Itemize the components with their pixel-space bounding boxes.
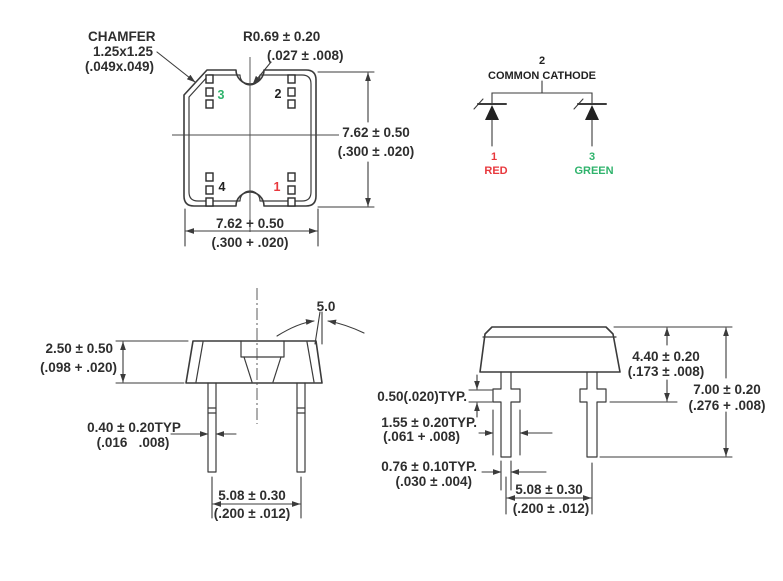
cathode-bar-tick: [573, 98, 584, 110]
pad: [287, 197, 296, 207]
side-view-height-dimension: 2.50 ± 0.50 (.098 + .020): [40, 340, 189, 384]
dimension-text-inch: (.276 + .008): [689, 398, 766, 413]
chamfer-callout: CHAMFER 1.25x1.25 (.049x.049): [85, 29, 196, 83]
schematic-green-label: GREEN: [574, 165, 613, 177]
anode-triangle: [485, 105, 499, 120]
dimension-text-inch: (.173 ± .008): [628, 364, 704, 379]
dimension-text-inch: (.200 ± .012): [214, 506, 290, 521]
lens-notch-outline: [240, 340, 285, 358]
side-view-lead-spacing-dimension: 5.08 ± 0.30 (.200 ± .012): [211, 476, 302, 521]
dimension-text-inch: (.030 ± .004): [396, 474, 472, 489]
pad-stack-top-left: [205, 74, 214, 109]
pad: [287, 172, 296, 182]
body-height-dimension: 4.40 ± 0.20 (.173 ± .008): [609, 326, 733, 403]
pin-label-2: 2: [275, 87, 282, 101]
chamfer-label-2: 1.25x1.25: [93, 44, 154, 59]
chamfer-leader-line: [156, 51, 196, 83]
chamfer-label-1: CHAMFER: [88, 29, 156, 44]
lens-channel-right: [272, 356, 282, 383]
dimension-text-mm: 2.50 ± 0.50: [46, 341, 113, 356]
cathode-bar-tick: [473, 98, 484, 110]
pad: [287, 87, 296, 97]
left-lead: [492, 371, 521, 458]
draft-angle-dimension: 5.0: [276, 299, 365, 345]
angle-reference-slant: [314, 311, 321, 345]
schematic-pin2-label: 2: [539, 55, 545, 67]
dimension-text-mm: 5.08 ± 0.30: [515, 482, 582, 497]
pad: [205, 172, 214, 182]
top-view-width-dimension: 7.62 + 0.50 (.300 + .020): [184, 208, 319, 250]
pin-label-4: 4: [219, 180, 226, 194]
overall-height-dimension: 7.00 ± 0.20 (.276 + .008): [599, 327, 766, 458]
dimension-text-mm: 0.76 ± 0.10TYP.: [381, 459, 477, 474]
dimension-text-inch: (.016 .008): [97, 435, 170, 450]
pad-stack-bottom-left: [205, 172, 214, 207]
front-view: 0.50(.020)TYP. 1.55 ± 0.20TYP. (.061 + .…: [377, 326, 766, 516]
dimension-text-inch: (.200 ± .012): [513, 501, 589, 516]
schematic-red-label: RED: [484, 165, 507, 177]
front-view-lead-spacing-dimension: 5.08 ± 0.30 (.200 ± .012): [505, 462, 593, 516]
dimension-text-mm: 7.62 ± 0.50: [342, 125, 409, 140]
pad: [205, 185, 214, 195]
tab-width-dimension: 1.55 ± 0.20TYP. (.061 + .008): [381, 409, 553, 456]
cathode-bus-line: [491, 80, 593, 104]
side-view-body: [185, 340, 323, 384]
side-view: 2.50 ± 0.50 (.098 + .020) 0.40 ± 0.20TYP…: [40, 288, 365, 521]
top-view: 3 2 4 1 CHAMFER 1.25x1.25 (.049x.049) R0…: [85, 29, 414, 250]
diode-green: 3 GREEN: [573, 98, 614, 177]
body-left-facet-line: [195, 341, 204, 383]
pin-label-3: 3: [218, 88, 225, 102]
pad: [205, 99, 214, 109]
body-right-facet-line: [306, 341, 315, 383]
dimension-text-inch: (.061 + .008): [383, 429, 460, 444]
dimension-text-inch: (.098 + .020): [40, 360, 117, 375]
anode-triangle: [585, 105, 599, 120]
diode-red: 1 RED: [473, 98, 508, 177]
pad: [205, 197, 214, 207]
pad: [287, 74, 296, 84]
pad-stack-top-right: [287, 74, 296, 109]
side-view-lead-width-dimension: 0.40 ± 0.20TYP (.016 .008): [87, 420, 237, 450]
dimension-text-inch: (.300 + .020): [212, 235, 289, 250]
radius-label-2: (.027 ± .008): [267, 48, 343, 63]
standoff-height-dimension: 0.50(.020)TYP.: [377, 374, 493, 418]
front-view-body: [479, 326, 621, 373]
pin-label-1: 1: [274, 180, 281, 194]
dimension-text-mm: 4.40 ± 0.20: [632, 349, 699, 364]
dimension-text-mm: 7.00 ± 0.20: [693, 382, 760, 397]
pad-stack-bottom-right: [287, 172, 296, 207]
dimension-text-mm: 1.55 ± 0.20TYP.: [381, 415, 477, 430]
dimension-text-inch: (.300 ± .020): [338, 144, 414, 159]
dimension-text-mm: 5.08 ± 0.30: [218, 488, 285, 503]
chamfer-label-3: (.049x.049): [85, 59, 154, 74]
radius-leader-line: [252, 61, 272, 85]
angle-arc-left: [276, 319, 315, 337]
dimension-text-mm: 0.40 ± 0.20TYP: [87, 420, 181, 435]
angle-text: 5.0: [317, 299, 336, 314]
lead-thickness-dimension: 0.76 ± 0.10TYP. (.030 ± .004): [381, 459, 547, 491]
lens-channel-left: [243, 356, 253, 383]
schematic-pin1-label: 1: [491, 151, 497, 163]
radius-label-1: R0.69 ± 0.20: [243, 29, 320, 44]
pad: [205, 74, 214, 84]
dimension-text-mm: 7.62 + 0.50: [216, 216, 284, 231]
right-lead: [579, 371, 607, 458]
pad: [205, 87, 214, 97]
schematic-pin3-label: 3: [589, 151, 595, 163]
pad: [287, 185, 296, 195]
top-view-height-dimension: 7.62 ± 0.50 (.300 ± .020): [317, 71, 414, 208]
right-lead: [296, 382, 306, 473]
angle-arc-right: [327, 319, 365, 334]
schematic-title: COMMON CATHODE: [488, 70, 596, 82]
radius-callout: R0.69 ± 0.20 (.027 ± .008): [243, 29, 343, 85]
schematic: 2 COMMON CATHODE 1 RED 3 GREEN: [473, 55, 614, 177]
left-lead: [207, 382, 217, 473]
pad: [287, 99, 296, 109]
dimension-text: 0.50(.020)TYP.: [377, 389, 467, 404]
